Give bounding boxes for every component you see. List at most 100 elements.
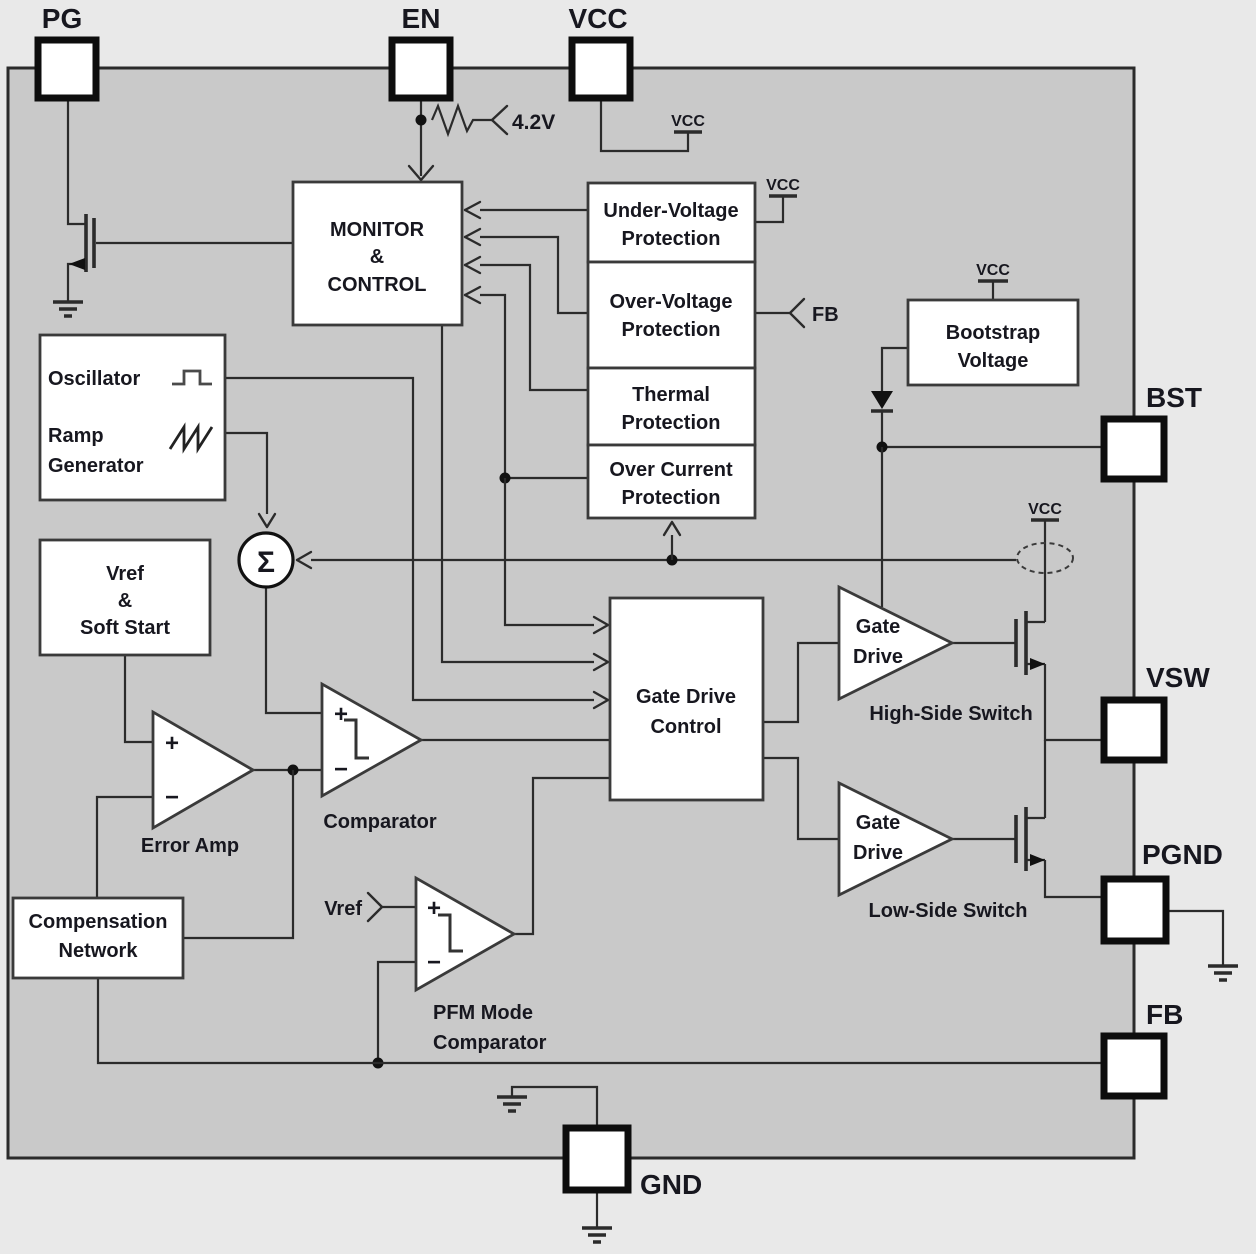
block-label: Vref: [106, 563, 144, 585]
minus-sign: −: [165, 784, 179, 811]
plus-sign: +: [427, 895, 441, 922]
pin-fb: [1100, 1032, 1168, 1100]
block-label: Over-Voltage: [610, 291, 733, 313]
ground-icon: [497, 1095, 527, 1113]
block-label: CONTROL: [328, 274, 427, 296]
block-label: Bootstrap: [946, 322, 1040, 344]
pin-label-pg: PG: [42, 3, 82, 34]
wire-pfm-gdc: [514, 776, 610, 936]
block-gate-drive-control: Gate Drive Control: [608, 596, 765, 802]
pin-bst: [1100, 415, 1168, 483]
block-under-voltage-protection: Under-Voltage Protection: [586, 181, 757, 264]
pin-vcc: [568, 36, 634, 102]
amp-label: PFM Mode: [433, 1002, 533, 1024]
wire-monitor-gdc: [440, 325, 594, 664]
pin-pgnd: [1100, 875, 1170, 945]
arrowhead-icon: [463, 200, 482, 220]
wire-compnet-feedback: [183, 770, 295, 940]
arrowhead-icon: [295, 550, 313, 570]
sigma-symbol: Σ: [257, 546, 275, 579]
block-label: Voltage: [958, 350, 1029, 372]
amp-label: Gate: [856, 812, 900, 834]
wire-ovp-monitor: [480, 235, 588, 315]
block-label: Thermal: [632, 384, 710, 406]
block-bootstrap-voltage: Bootstrap Voltage: [906, 298, 1080, 387]
wire-sigma-comparator: [264, 587, 322, 715]
wire-gdc-hsdrive: [763, 641, 839, 724]
wire-thermal-monitor: [480, 263, 588, 392]
pin-vsw: [1100, 696, 1168, 764]
block-label: Protection: [622, 319, 721, 341]
minus-sign: −: [427, 949, 441, 976]
amp-label: Drive: [853, 646, 903, 668]
hysteresis-icon: [438, 913, 463, 953]
block-thermal-protection: Thermal Protection: [586, 366, 757, 447]
plus-sign: +: [334, 701, 348, 728]
gate-drive-high: Gate Drive: [837, 584, 956, 702]
arrowhead-icon: [257, 512, 277, 529]
low-side-switch-label: Low-Side Switch: [869, 900, 1028, 922]
high-side-switch-label: High-Side Switch: [869, 703, 1032, 725]
block-label: Control: [650, 716, 721, 738]
pin-label-gnd: GND: [640, 1169, 702, 1200]
clamp-chevron-icon: [490, 104, 509, 136]
pins: [34, 36, 1170, 1194]
block-label: Protection: [622, 487, 721, 509]
pin-label-vcc: VCC: [568, 3, 627, 34]
current-sense-ellipse-icon: [1016, 542, 1074, 574]
block-label: Gate Drive: [636, 686, 736, 708]
wiring: [53, 98, 1238, 1244]
ground-icon: [582, 1226, 612, 1244]
arrowhead-icon: [463, 255, 482, 275]
wire-ocp-gdc: [503, 478, 594, 627]
block-label: Under-Voltage: [603, 200, 738, 222]
hs-fet-arrow-icon: [1030, 658, 1045, 670]
vcc-rail-label: VCC: [1028, 501, 1062, 518]
block-label: Network: [59, 940, 139, 962]
pin-label-en: EN: [402, 3, 441, 34]
ground-icon: [1208, 964, 1238, 982]
block-label: Protection: [622, 412, 721, 434]
pin-pg: [34, 36, 100, 102]
resistor-icon: [430, 102, 492, 138]
vcc-rail-label: VCC: [976, 262, 1010, 279]
amp-label: Comparator: [433, 1032, 547, 1054]
arrowhead-icon: [407, 164, 435, 182]
fb-chevron-icon: [788, 297, 806, 329]
block-label: Compensation: [29, 911, 168, 933]
block-over-current-protection: Over Current Protection: [586, 443, 757, 520]
hysteresis-icon: [344, 718, 369, 760]
amp-label: Gate: [856, 616, 900, 638]
diode-icon: [871, 391, 893, 409]
wire-osc-gdc: [225, 376, 594, 702]
sawtooth-waveform-icon: [168, 422, 214, 454]
pin-label-pgnd: PGND: [1142, 839, 1223, 870]
block-vref-soft-start: Vref & Soft Start: [38, 538, 212, 657]
block-label: Over Current: [609, 459, 733, 481]
arrowhead-icon: [592, 615, 610, 635]
arrowhead-icon: [662, 520, 682, 537]
vcc-rail-label: VCC: [671, 113, 705, 130]
pin-label-vsw: VSW: [1146, 662, 1210, 693]
wire-gnd-internal: [510, 1085, 599, 1128]
block-over-voltage-protection: Over-Voltage Protection: [586, 260, 757, 370]
pin-gnd: [562, 1124, 632, 1194]
wire-ocp-monitor: [480, 293, 588, 480]
amp-label: Comparator: [323, 811, 437, 833]
wire-pgnd-ground: [1166, 909, 1225, 966]
arrowhead-icon: [463, 227, 482, 247]
block-label: &: [370, 246, 384, 268]
wire-ls-pgnd: [1043, 860, 1104, 899]
pin-label-bst: BST: [1146, 382, 1202, 413]
block-label: Ramp: [48, 425, 104, 447]
pfm-mode-comparator: + − PFM Mode Comparator: [414, 875, 547, 1054]
ls-fet-arrow-icon: [1030, 854, 1045, 866]
wire-gdc-lsdrive: [763, 756, 839, 841]
arrowhead-icon: [592, 652, 610, 672]
minus-sign: −: [334, 756, 348, 783]
wire-fb-rail: [96, 979, 1104, 1065]
block-compensation-network: Compensation Network: [11, 896, 185, 980]
en-clamp-label: 4.2V: [512, 111, 555, 134]
